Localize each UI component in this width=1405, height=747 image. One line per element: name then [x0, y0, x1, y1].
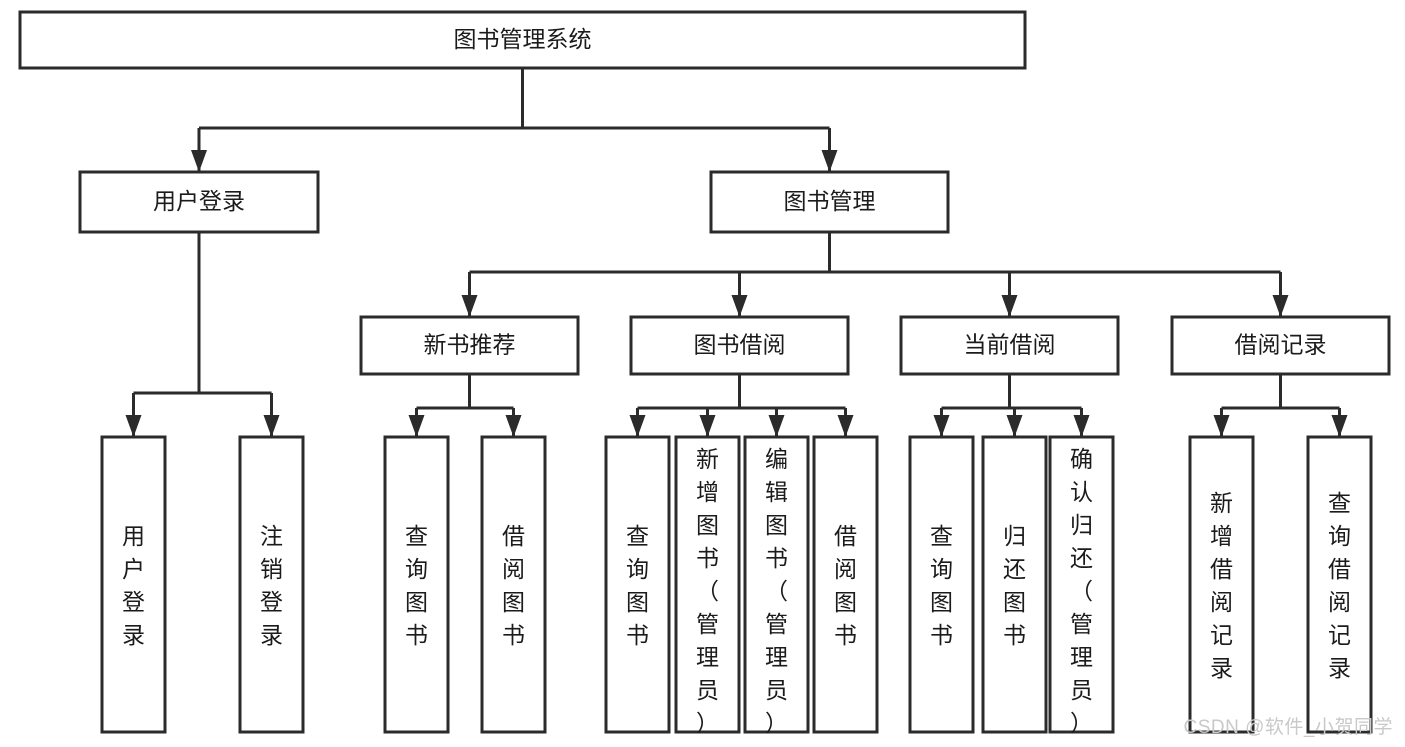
arrow-head-icon	[1272, 295, 1289, 317]
leaf-box[interactable]	[1188, 435, 1255, 734]
leaf-box[interactable]	[1306, 435, 1373, 734]
arrow-head-icon	[933, 415, 950, 437]
arrow-head-icon	[1001, 295, 1018, 317]
level3-box[interactable]	[629, 315, 850, 376]
leaf-label: 编辑图书（管理员）	[765, 446, 788, 736]
level2-box[interactable]	[78, 170, 320, 234]
level3-box[interactable]	[359, 315, 580, 376]
level3-node[interactable]: 新书推荐	[359, 315, 580, 376]
root-node[interactable]: 图书管理系统	[18, 10, 1027, 70]
arrow-head-icon	[505, 415, 522, 437]
leaf-node[interactable]: 注销登录	[238, 435, 305, 734]
leaf-box[interactable]	[1048, 435, 1115, 734]
leaf-node[interactable]: 查询借阅记录	[1306, 435, 1373, 734]
leaf-label: 确认归还（管理员）	[1070, 446, 1093, 736]
leaf-label: 查询图书	[626, 523, 649, 648]
leaf-node[interactable]: 用户登录	[100, 435, 167, 734]
leaf-node[interactable]: 归还图书	[981, 435, 1048, 734]
leaf-box[interactable]	[238, 435, 305, 734]
arrow-head-icon	[191, 150, 207, 172]
leaf-node[interactable]: 查询图书	[383, 435, 450, 734]
leaf-label: 借阅图书	[502, 523, 525, 648]
leaf-label: 新增图书（管理员）	[696, 446, 719, 736]
leaf-label: 查询借阅记录	[1328, 490, 1351, 681]
leaf-box[interactable]	[908, 435, 975, 734]
level3-box[interactable]	[1170, 315, 1391, 376]
arrow-head-icon	[699, 415, 716, 437]
leaf-box[interactable]	[480, 435, 547, 734]
arrow-head-icon	[821, 150, 838, 172]
level3-label: 新书推荐	[424, 332, 516, 358]
leaf-box[interactable]	[674, 435, 741, 734]
leaf-box[interactable]	[604, 435, 671, 734]
nodes-layer: 图书管理系统用户登录图书管理新书推荐图书借阅当前借阅借阅记录用户登录注销登录查询…	[18, 10, 1391, 736]
leaf-node[interactable]: 新增图书（管理员）	[674, 435, 741, 736]
root-label: 图书管理系统	[454, 26, 592, 52]
leaf-box[interactable]	[812, 435, 879, 734]
leaf-box[interactable]	[743, 435, 810, 734]
leaf-node[interactable]: 新增借阅记录	[1188, 435, 1255, 734]
arrow-head-icon	[461, 295, 478, 317]
level3-label: 图书借阅	[694, 332, 786, 358]
level3-box[interactable]	[899, 315, 1120, 376]
leaf-box[interactable]	[100, 435, 167, 734]
leaf-label: 借阅图书	[834, 523, 857, 648]
leaf-box[interactable]	[981, 435, 1048, 734]
arrow-head-icon	[1073, 415, 1090, 437]
arrow-head-icon	[837, 415, 854, 437]
level3-node[interactable]: 当前借阅	[899, 315, 1120, 376]
arrow-head-icon	[629, 415, 646, 437]
level2-label: 图书管理	[784, 188, 876, 214]
leaf-label: 新增借阅记录	[1210, 490, 1233, 681]
arrow-head-icon	[408, 415, 425, 437]
leaf-label: 用户登录	[122, 523, 145, 648]
leaf-node[interactable]: 编辑图书（管理员）	[743, 435, 810, 736]
leaf-node[interactable]: 借阅图书	[480, 435, 547, 734]
level2-node[interactable]: 图书管理	[709, 170, 950, 234]
level3-label: 当前借阅	[964, 332, 1056, 358]
leaf-node[interactable]: 确认归还（管理员）	[1048, 435, 1115, 736]
root-box[interactable]	[18, 10, 1027, 70]
level3-node[interactable]: 图书借阅	[629, 315, 850, 376]
arrow-head-icon	[1213, 415, 1230, 437]
level2-label: 用户登录	[153, 188, 245, 214]
level3-node[interactable]: 借阅记录	[1170, 315, 1391, 376]
arrow-head-icon	[1006, 415, 1023, 437]
arrow-head-icon	[263, 415, 280, 437]
leaf-label: 归还图书	[1003, 523, 1026, 648]
leaf-node[interactable]: 借阅图书	[812, 435, 879, 734]
arrow-head-icon	[125, 415, 142, 437]
arrow-head-icon	[768, 415, 785, 437]
level3-label: 借阅记录	[1235, 332, 1327, 358]
level2-node[interactable]: 用户登录	[78, 170, 320, 234]
watermark-label: CSDN @软件_小贺同学	[1183, 717, 1393, 738]
connectors-layer	[125, 68, 1348, 437]
leaf-label: 查询图书	[930, 523, 953, 648]
leaf-label: 查询图书	[405, 523, 428, 648]
arrow-head-icon	[1331, 415, 1348, 437]
arrow-head-icon	[731, 295, 748, 317]
leaf-box[interactable]	[383, 435, 450, 734]
leaf-node[interactable]: 查询图书	[908, 435, 975, 734]
leaf-node[interactable]: 查询图书	[604, 435, 671, 734]
level2-box[interactable]	[709, 170, 950, 234]
leaf-label: 注销登录	[260, 523, 283, 648]
